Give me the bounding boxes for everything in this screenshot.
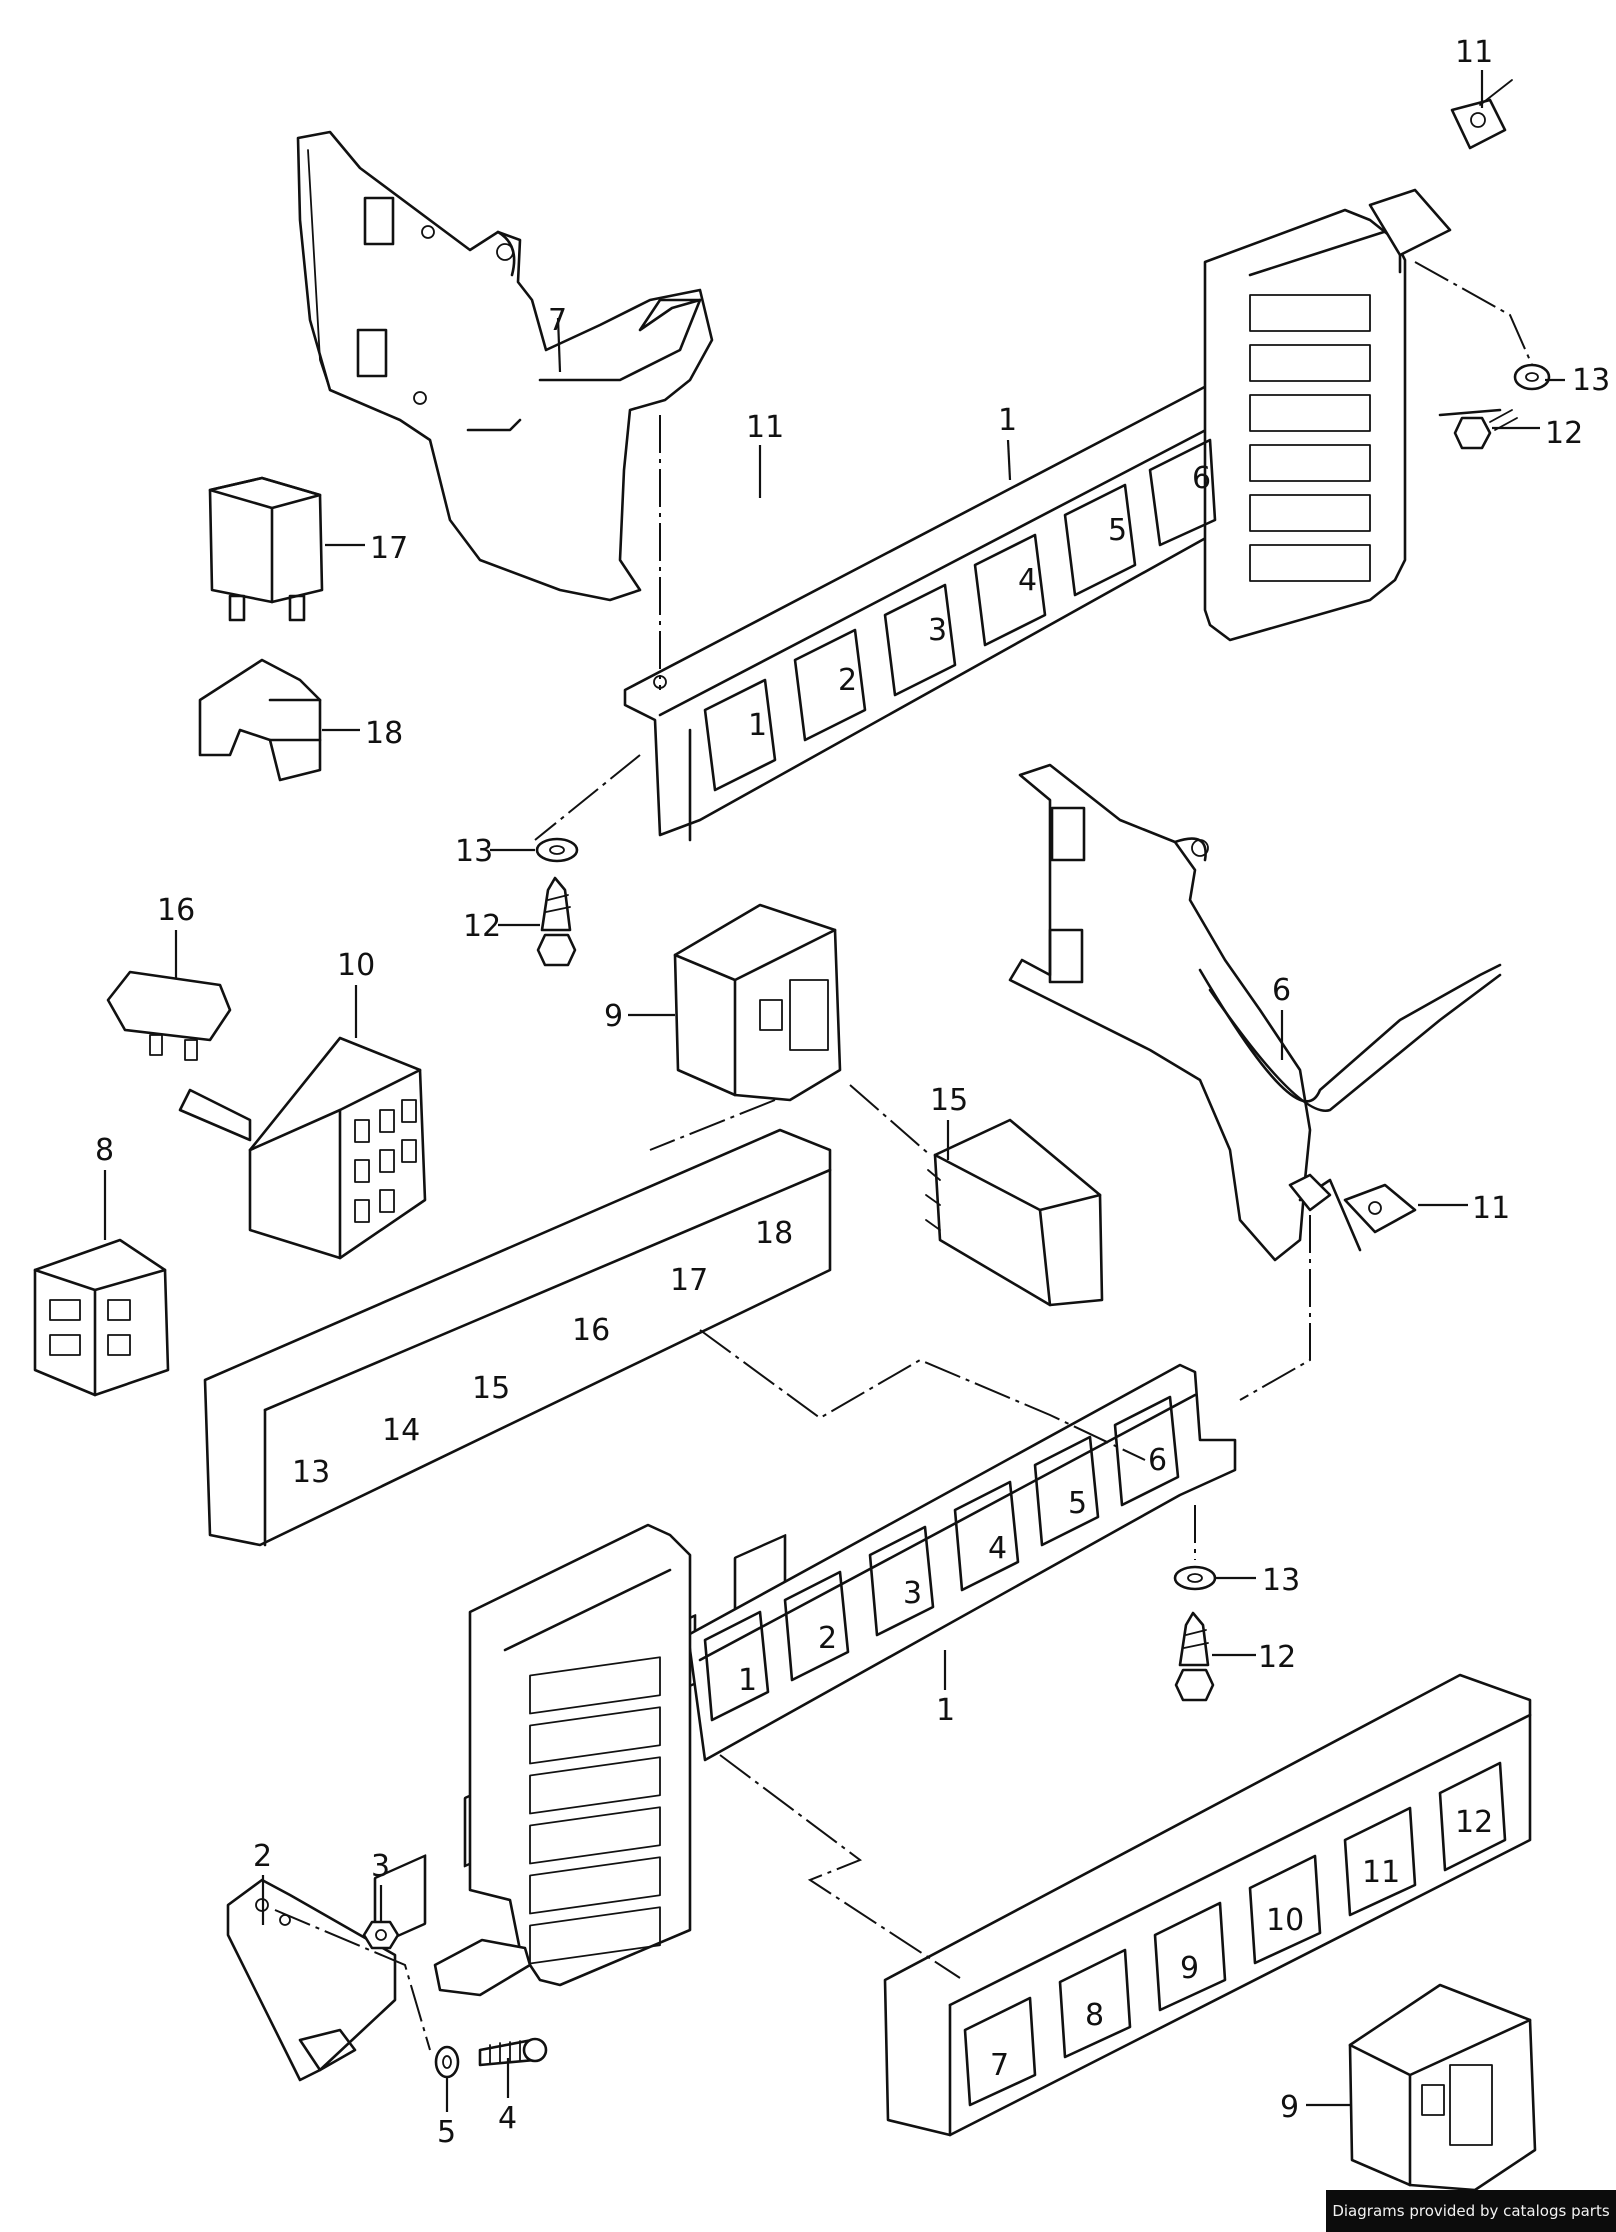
upper-row-slot-16: 16 <box>572 1313 610 1348</box>
clip-nut-topright <box>1368 79 1513 274</box>
bottom-plate-slot-5: 5 <box>1068 1486 1087 1521</box>
callout-2: 2 <box>253 1839 272 1874</box>
relay-row-lower <box>883 1673 1532 2137</box>
callout-12-left: 12 <box>463 909 501 944</box>
washer-5 <box>434 2045 460 2079</box>
upper-row-slot-18: 18 <box>755 1216 793 1251</box>
screw-left <box>536 876 577 967</box>
callout-1-top: 1 <box>998 403 1017 438</box>
top-plate-slot-6: 6 <box>1192 461 1211 496</box>
callout-12-right: 12 <box>1258 1640 1296 1675</box>
relay-plate-top <box>623 208 1407 842</box>
bottom-plate-slot-6: 6 <box>1148 1443 1167 1478</box>
callout-3: 3 <box>371 1849 390 1884</box>
relay-17 <box>208 476 324 622</box>
callout-7: 7 <box>548 303 567 338</box>
relay-plate-bottom <box>433 1363 1237 1997</box>
callout-12-topright: 12 <box>1545 416 1583 451</box>
connector-8 <box>33 1238 170 1397</box>
callout-10: 10 <box>337 948 375 983</box>
callout-11-topright: 11 <box>1455 35 1493 70</box>
callout-6: 6 <box>1272 973 1291 1008</box>
mounting-bracket-right <box>1008 763 1502 1262</box>
top-plate-slot-3: 3 <box>928 613 947 648</box>
washer-topright <box>1513 363 1551 391</box>
screw-topright <box>1438 408 1518 450</box>
upper-row-slot-14: 14 <box>382 1413 420 1448</box>
fuse-16 <box>106 970 232 1061</box>
callout-4: 4 <box>498 2101 517 2136</box>
callout-11-topmid: 11 <box>746 410 784 445</box>
relay-clip-18 <box>198 658 322 782</box>
lower-row-slot-9: 9 <box>1180 1951 1199 1986</box>
lower-row-slot-11: 11 <box>1362 1855 1400 1890</box>
lower-row-slot-12: 12 <box>1455 1805 1493 1840</box>
relay-15 <box>925 1118 1104 1307</box>
assembly-lines <box>274 261 1533 2051</box>
screw-right <box>1174 1611 1215 1702</box>
lower-row-slot-7: 7 <box>990 2048 1009 2083</box>
callout-13-left: 13 <box>455 834 493 869</box>
top-plate-slot-1: 1 <box>748 708 767 743</box>
washer-left <box>535 837 579 863</box>
callout-17: 17 <box>370 531 408 566</box>
callout-18: 18 <box>365 716 403 751</box>
leader-lines <box>103 70 1565 2112</box>
clip-nut-right <box>1288 1173 1417 1234</box>
callout-13-topright: 13 <box>1572 363 1610 398</box>
lower-row-slot-10: 10 <box>1266 1903 1304 1938</box>
callout-1-bottom: 1 <box>936 1693 955 1728</box>
callout-5: 5 <box>437 2115 456 2150</box>
relay-socket-9-top <box>673 903 842 1102</box>
callout-15: 15 <box>930 1083 968 1118</box>
connector-10 <box>178 1036 427 1260</box>
watermark-banner: Diagrams provided by catalogs parts <box>1326 2190 1616 2232</box>
bracket-2 <box>226 1878 397 2082</box>
callout-9-bottom: 9 <box>1280 2090 1299 2125</box>
callout-13-right: 13 <box>1262 1563 1300 1598</box>
nut-3 <box>362 1920 400 1950</box>
callout-16: 16 <box>157 893 195 928</box>
callout-11-right: 11 <box>1472 1191 1510 1226</box>
bottom-plate-slot-2: 2 <box>818 1621 837 1656</box>
bottom-plate-slot-3: 3 <box>903 1576 922 1611</box>
callout-8: 8 <box>95 1133 114 1168</box>
washer-right <box>1173 1565 1217 1591</box>
screw-4 <box>478 2037 548 2067</box>
upper-row-slot-17: 17 <box>670 1263 708 1298</box>
upper-row-slot-15: 15 <box>472 1371 510 1406</box>
bottom-plate-slot-4: 4 <box>988 1531 1007 1566</box>
lower-row-slot-8: 8 <box>1085 1998 1104 2033</box>
top-plate-slot-5: 5 <box>1108 513 1127 548</box>
relay-socket-9-bottom <box>1348 1983 1537 2192</box>
top-plate-slot-2: 2 <box>838 663 857 698</box>
mounting-bracket-left <box>296 130 714 602</box>
bottom-plate-slot-1: 1 <box>738 1663 757 1698</box>
callout-9-top: 9 <box>604 999 623 1034</box>
upper-row-slot-13: 13 <box>292 1455 330 1490</box>
top-plate-slot-4: 4 <box>1018 563 1037 598</box>
